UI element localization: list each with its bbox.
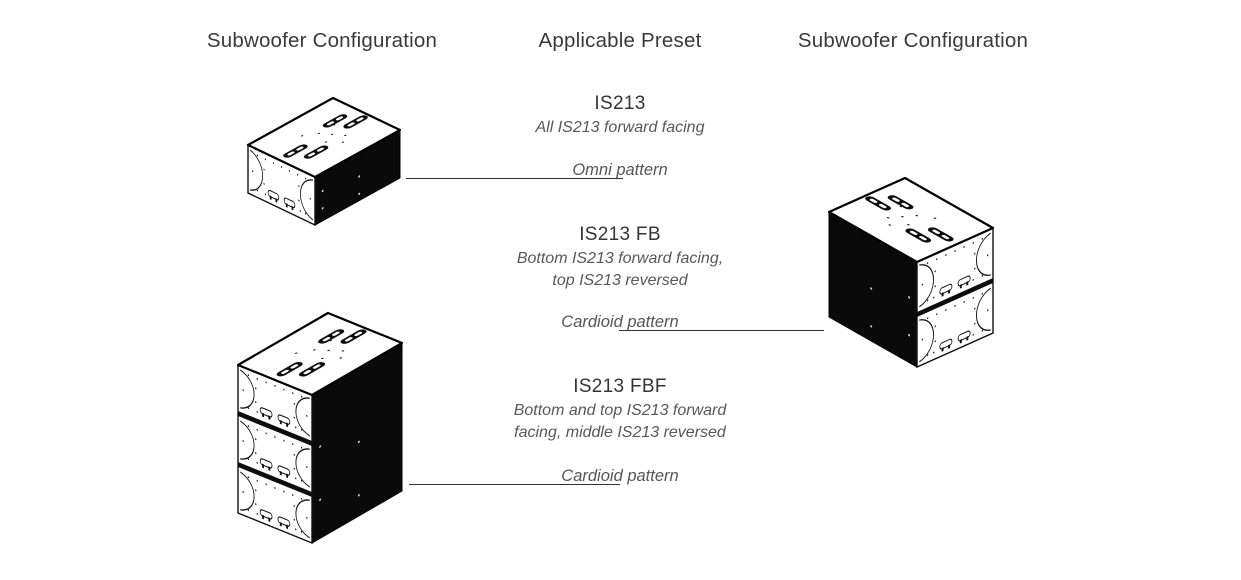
column-header-subwoofer-configuration-left: Subwoofer Configuration xyxy=(206,29,438,52)
preset-description-is213-fbf: Bottom and top IS213 forward facing, mid… xyxy=(513,402,727,441)
column-header-subwoofer-configuration-right: Subwoofer Configuration xyxy=(797,29,1029,52)
column-header-applicable-preset: Applicable Preset xyxy=(538,29,702,52)
leader-line-cardioid-to-two-stack xyxy=(619,330,824,331)
pattern-label-omni: Omni pattern xyxy=(572,161,668,179)
figure-single-subwoofer xyxy=(245,95,403,228)
preset-description-is213-fb: Bottom IS213 forward facing, top IS213 r… xyxy=(516,250,724,289)
two-stack-is213-subwoofers-isometric-drawing xyxy=(827,176,995,369)
three-stack-is213-subwoofers-isometric-drawing xyxy=(236,311,404,545)
preset-name-is213-fbf: IS213 FBF xyxy=(573,376,667,397)
pattern-label-cardioid-fb: Cardioid pattern xyxy=(561,313,679,331)
figure-two-stack-subwoofer xyxy=(826,175,996,370)
leader-line-omni-to-single-stack xyxy=(406,178,623,179)
single-is213-subwoofer-isometric-drawing xyxy=(246,96,402,227)
preset-name-is213: IS213 xyxy=(594,93,646,114)
pattern-label-cardioid-fbf: Cardioid pattern xyxy=(561,467,679,485)
preset-name-is213-fb: IS213 FB xyxy=(579,224,661,245)
figure-three-stack-subwoofer xyxy=(235,310,405,546)
leader-line-cardioid-to-three-stack xyxy=(409,484,620,485)
preset-description-is213: All IS213 forward facing xyxy=(535,119,705,136)
